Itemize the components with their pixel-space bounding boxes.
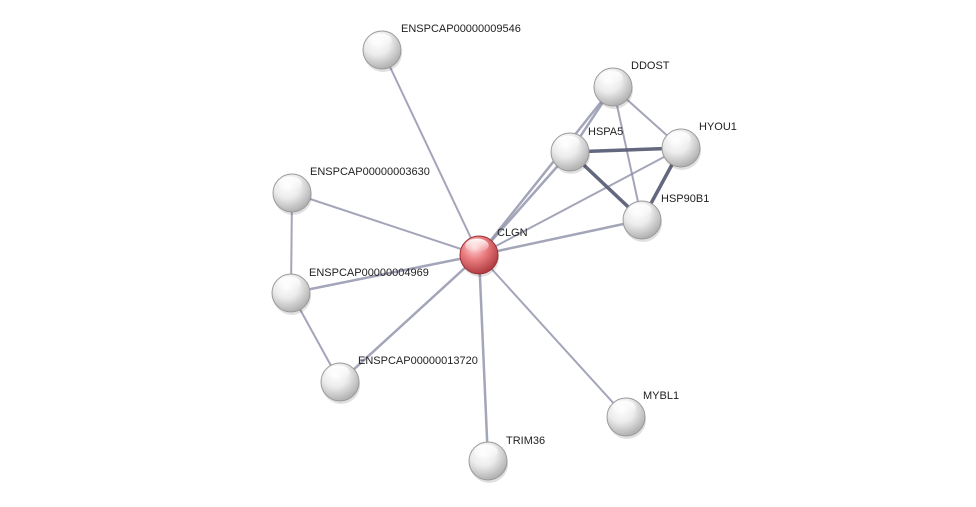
node-label-e13720: ENSPCAP00000013720 (358, 355, 478, 367)
node-highlight (628, 203, 652, 218)
node-label-hspa5: HSPA5 (588, 126, 623, 138)
node-hsp90b1[interactable]: HSP90B1 (622, 193, 709, 242)
edge-clgn-mybl1[interactable] (478, 254, 627, 418)
node-highlight (556, 135, 580, 150)
node-label-e4969: ENSPCAP00000004969 (309, 267, 429, 279)
node-highlight (326, 365, 350, 380)
node-label-mybl1: MYBL1 (643, 390, 679, 402)
node-highlight (612, 400, 636, 415)
node-highlight (277, 276, 301, 291)
node-hspa5[interactable]: HSPA5 (550, 126, 623, 174)
edge-clgn-hyou1[interactable] (478, 147, 682, 256)
edge-clgn-trim36[interactable] (477, 253, 490, 463)
node-label-trim36: TRIM36 (506, 435, 545, 447)
node-highlight (599, 70, 623, 85)
edge-clgn-e9546[interactable] (381, 49, 480, 256)
node-highlight (368, 33, 392, 48)
node-label-e3630: ENSPCAP00000003630 (310, 166, 430, 178)
node-hyou1[interactable]: HYOU1 (661, 121, 737, 170)
node-label-hsp90b1: HSP90B1 (661, 193, 709, 205)
node-highlight (474, 444, 498, 459)
node-label-clgn: CLGN (497, 227, 528, 239)
node-highlight (667, 131, 691, 146)
node-e13720[interactable]: ENSPCAP00000013720 (320, 355, 478, 404)
node-highlight (278, 176, 302, 191)
edge-clgn-ddost[interactable] (477, 85, 615, 257)
edge-clgn-hsp90b1[interactable] (477, 218, 644, 257)
node-clgn[interactable]: CLGN (459, 227, 528, 277)
node-highlight (465, 238, 489, 253)
node-ddost[interactable]: DDOST (593, 60, 670, 109)
node-e4969[interactable]: ENSPCAP00000004969 (271, 267, 429, 315)
node-trim36[interactable]: TRIM36 (468, 435, 545, 483)
node-label-e9546: ENSPCAP00000009546 (401, 23, 521, 35)
node-label-ddost: DDOST (631, 60, 670, 72)
edge-clgn-e3630[interactable] (291, 192, 480, 256)
edge-clgn-e4969[interactable] (289, 253, 481, 295)
edge-clgn-e13720[interactable] (338, 253, 481, 384)
node-label-hyou1: HYOU1 (699, 121, 737, 133)
node-e3630[interactable]: ENSPCAP00000003630 (272, 166, 430, 215)
node-e9546[interactable]: ENSPCAP00000009546 (362, 23, 521, 72)
node-mybl1[interactable]: MYBL1 (606, 390, 679, 439)
edge-clgn-hspa5[interactable] (477, 150, 572, 257)
edge-ddost-hsp90b1[interactable] (612, 86, 643, 221)
